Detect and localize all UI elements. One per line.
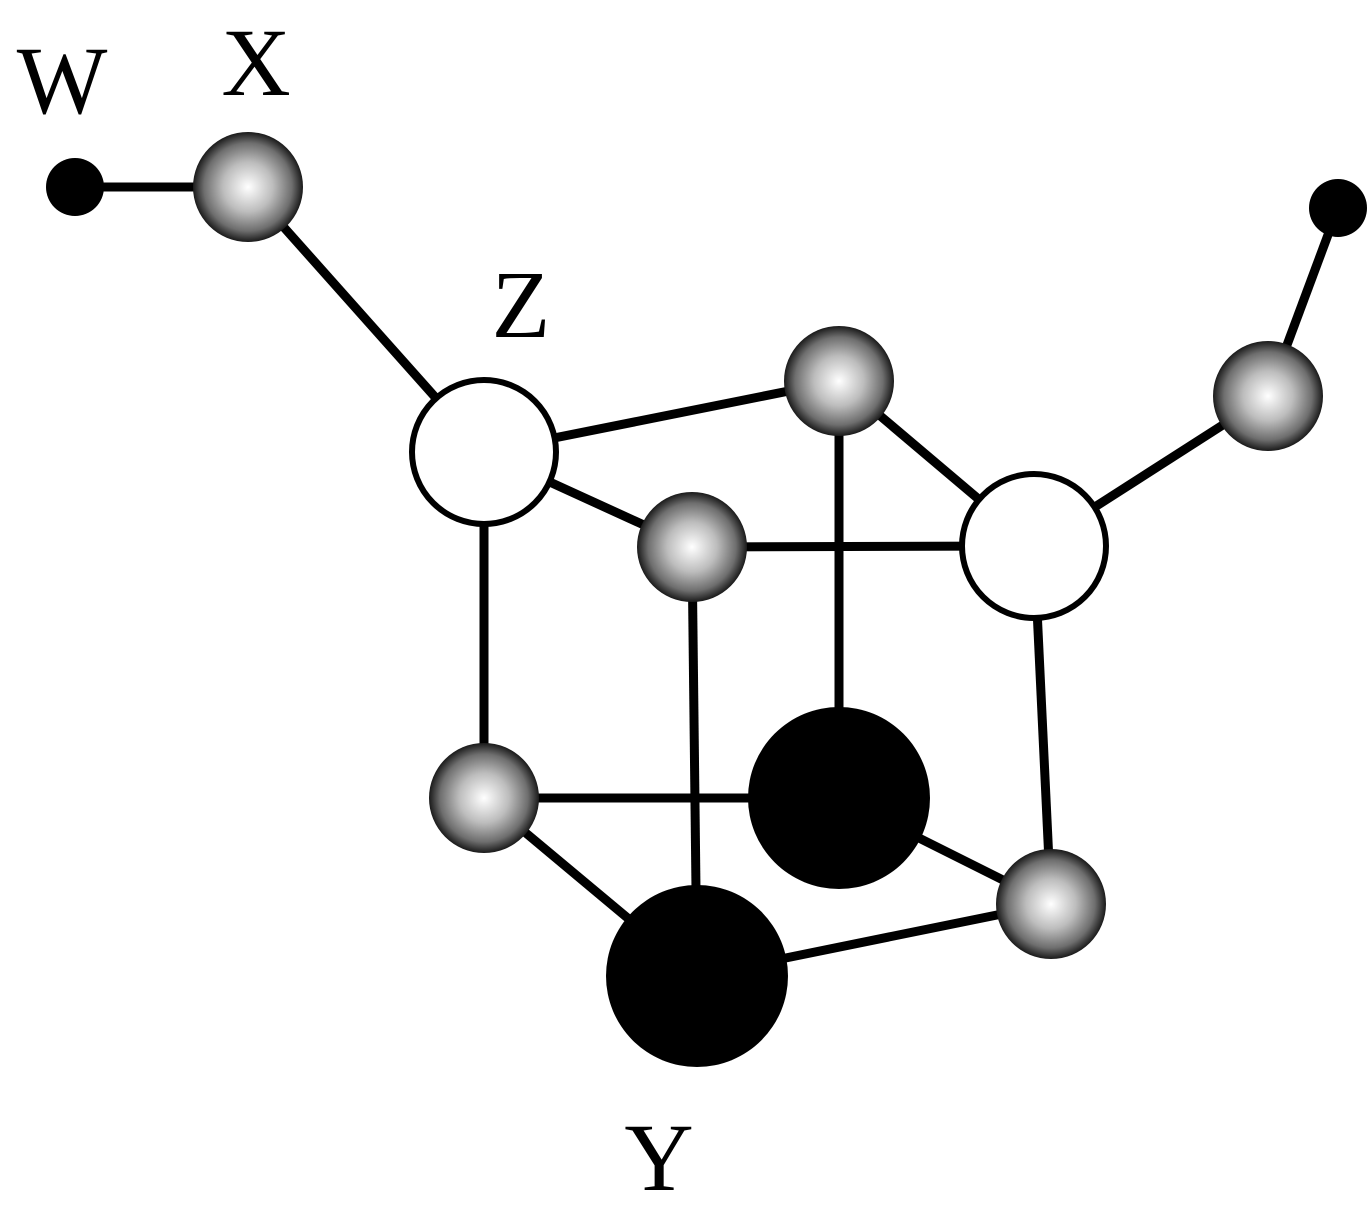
shaded-atom-x — [193, 132, 303, 242]
open-atom-right — [959, 471, 1109, 621]
label-y: Y — [624, 1104, 693, 1211]
shaded-atom-middle — [637, 492, 747, 602]
label-z: Z — [492, 251, 551, 358]
atoms — [46, 132, 1367, 1067]
small-end-atom-w — [46, 158, 104, 216]
dark-atom-back — [748, 707, 930, 889]
shaded-atom-right-low — [996, 849, 1106, 959]
atom-labels: W X Z Y — [17, 9, 694, 1211]
small-end-atom-right — [1309, 179, 1367, 237]
shaded-atom-top-back — [784, 326, 894, 436]
label-x: X — [221, 9, 290, 116]
dark-atom-y — [606, 885, 788, 1067]
open-atom-z — [409, 377, 559, 527]
shaded-atom-right — [1213, 341, 1323, 451]
shaded-atom-left-low — [429, 743, 539, 853]
label-w: W — [17, 27, 108, 134]
